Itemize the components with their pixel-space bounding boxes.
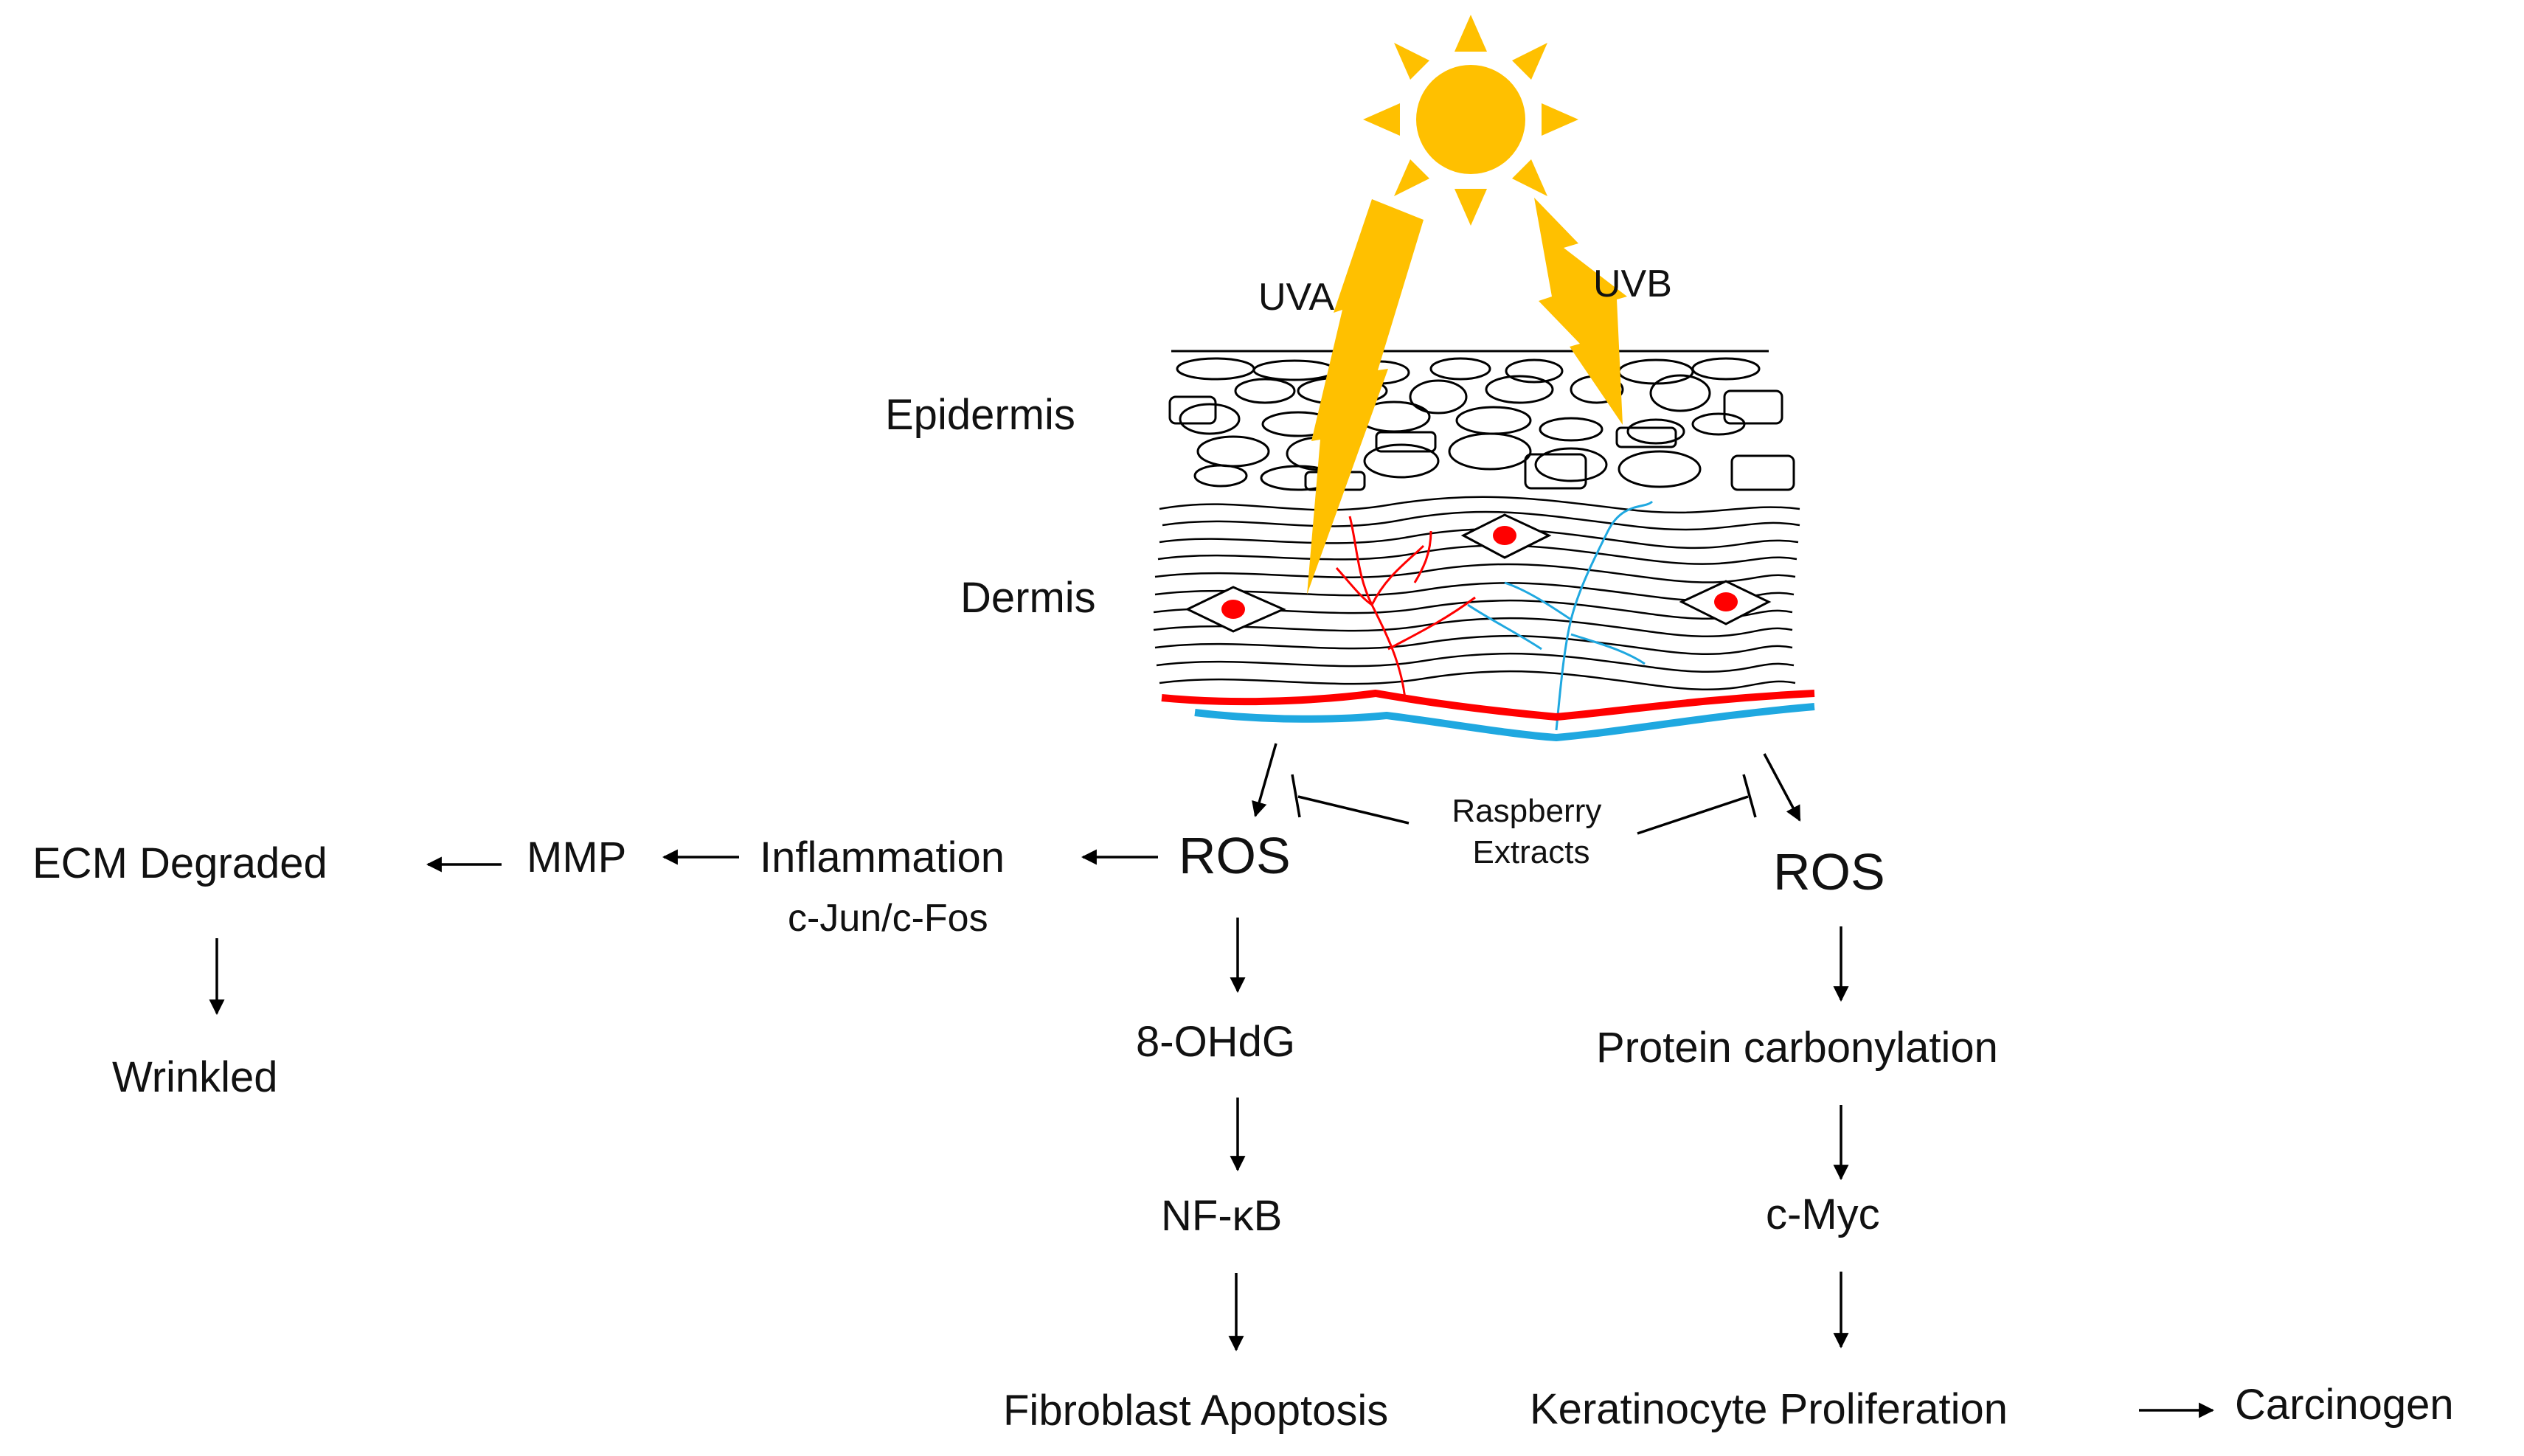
uva-label: UVA (1258, 276, 1334, 319)
8ohdg-node: 8-OHdG (1136, 1018, 1295, 1066)
sun-icon (1363, 15, 1578, 226)
inflammation-node: Inflammation (760, 833, 1005, 881)
artery-capillaries (1335, 516, 1476, 700)
vein-vessel (1194, 703, 1815, 742)
uvb-label: UVB (1593, 263, 1672, 305)
fibroblast-apoptosis-node: Fibroblast Apoptosis (1003, 1387, 1388, 1435)
cjun-cfos-node: c-Jun/c-Fos (788, 897, 988, 940)
epidermis-cells (1168, 357, 1795, 491)
wrinkled-node: Wrinkled (112, 1053, 278, 1101)
carcinogen-node: Carcinogen (2235, 1381, 2454, 1429)
artery-vessel (1161, 689, 1815, 721)
skin-to-ros-right-arrow (1763, 753, 1801, 822)
fibroblast-cell (1679, 580, 1772, 625)
fibroblast-cell (1460, 513, 1552, 559)
ros-right-node: ROS (1773, 843, 1885, 901)
uvb-lightning-icon (1534, 198, 1627, 425)
uva-lightning-icon (1307, 199, 1424, 594)
ecm-degraded-node: ECM Degraded (32, 839, 327, 887)
skin-cross-section (1153, 350, 1815, 742)
keratinocyte-proliferation-node: Keratinocyte Proliferation (1530, 1385, 2008, 1433)
raspberry-inhibition-right (1637, 774, 1757, 835)
epidermis-label: Epidermis (885, 391, 1075, 439)
ros-left-node: ROS (1179, 827, 1291, 884)
raspberry-inhibition-left (1291, 774, 1410, 825)
protein-carbonylation-node: Protein carbonylation (1596, 1024, 1998, 1072)
dermis-label: Dermis (960, 574, 1096, 622)
fibroblast-cell (1185, 586, 1286, 633)
nfkb-node: NF-κB (1161, 1192, 1282, 1240)
raspberry-extracts-label: Raspberry Extracts (1452, 793, 1610, 870)
cmyc-node: c-Myc (1766, 1190, 1880, 1238)
mmp-node: MMP (527, 833, 626, 881)
vein-capillaries (1467, 500, 1654, 731)
skin-to-ros-left-arrow (1252, 743, 1277, 818)
